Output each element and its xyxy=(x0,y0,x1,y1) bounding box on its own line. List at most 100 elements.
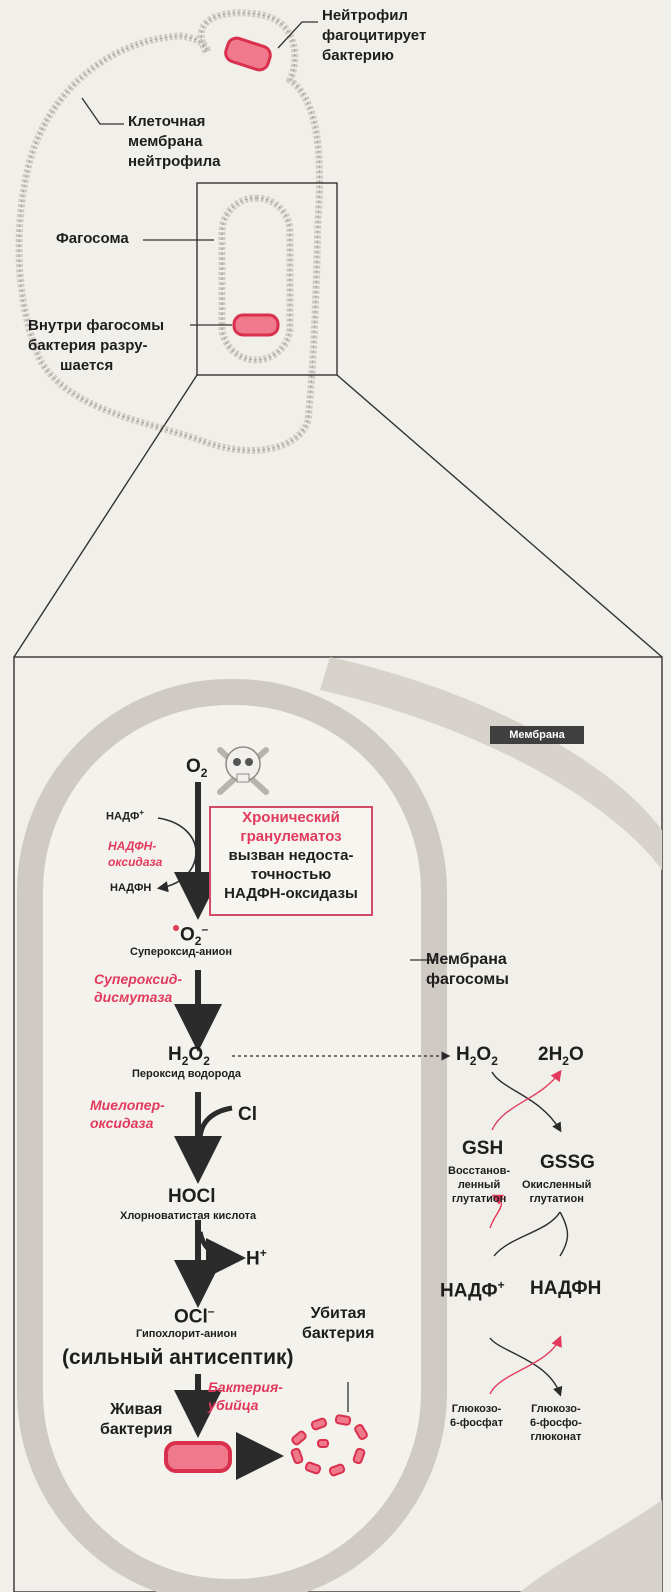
phagosome-membrane-line: фагосомы xyxy=(426,970,509,990)
disease-line: НАДФН-оксидазы xyxy=(211,884,371,903)
h-plus-label: H+ xyxy=(246,1246,267,1270)
hocl-name: Хлорноватистая кислота xyxy=(120,1210,256,1222)
water-label: 2H2O xyxy=(538,1044,584,1068)
engulfed-bacterium xyxy=(223,36,272,72)
superoxide-text: O xyxy=(180,924,195,945)
gluconate-line: 6-фосфо- xyxy=(530,1416,582,1430)
membrane-caption-line: Клеточная xyxy=(128,112,221,132)
killer-line: Бактерия- xyxy=(208,1378,283,1396)
inside-caption-line: шается xyxy=(28,356,164,376)
o2-text: O xyxy=(186,756,201,777)
gsh-name-line: ленный xyxy=(448,1178,510,1192)
nadph-oxidase-line: оксидаза xyxy=(108,854,162,870)
inside-caption: Внутри фагосомы бактерия разру- шается xyxy=(28,316,164,376)
leader-neutrophil xyxy=(278,22,318,48)
membrane-caption-line: мембрана xyxy=(128,132,221,152)
g6p-line: 6-фосфат xyxy=(450,1416,503,1430)
killed-bacterium-line: бактерия xyxy=(302,1324,374,1344)
mpo-line: оксидаза xyxy=(90,1114,165,1132)
live-bacterium xyxy=(166,1443,230,1471)
phagosome-membrane-label: Мембрана фагосомы xyxy=(426,950,509,990)
phagosome-label: Фагосома xyxy=(56,230,129,247)
gluconate-label: Глюкозо- 6-фосфо- глюконат xyxy=(530,1402,582,1444)
gluconate-line: глюконат xyxy=(530,1430,582,1444)
gssg-name: Окисленный глутатион xyxy=(522,1178,591,1206)
gsh-name: Восстанов- ленный глутатион xyxy=(448,1164,510,1206)
o2-label: O2 xyxy=(186,756,207,780)
killer-label: Бактерия- убийца xyxy=(208,1378,283,1414)
killer-line: убийца xyxy=(208,1396,283,1414)
membrane-caption: Клеточная мембрана нейтрофила xyxy=(128,112,221,172)
mpo-line: Миелопер- xyxy=(90,1096,165,1114)
gt-h2o2-text: H xyxy=(456,1044,470,1065)
nadp-plus-text: НАДФ xyxy=(106,811,139,823)
zoom-line-left xyxy=(14,375,197,657)
nadph-oxidase-line: НАДФН- xyxy=(108,838,162,854)
live-bacterium-label: Живая бактерия xyxy=(100,1400,172,1440)
antiseptic-label: (сильный антисептик) xyxy=(62,1346,294,1370)
h-plus-text: H xyxy=(246,1248,260,1269)
leader-membrane xyxy=(82,98,124,124)
gt-h2o2-tail: O xyxy=(476,1044,491,1065)
live-bacterium-line: Живая xyxy=(100,1400,172,1420)
inside-caption-line: бактерия разру- xyxy=(28,336,164,356)
h2o2-label: H2O2 xyxy=(168,1044,210,1068)
gsh-name-line: Восстанов- xyxy=(448,1164,510,1178)
ocl-sup: – xyxy=(208,1304,215,1318)
h-plus-sup: + xyxy=(260,1246,267,1260)
sod-label: Супероксид- дисмутаза xyxy=(94,970,182,1006)
sod-line: Супероксид- xyxy=(94,970,182,988)
gssg-label: GSSG xyxy=(540,1152,595,1174)
gt-nadp-sup: + xyxy=(498,1278,505,1292)
disease-line: вызван недоста- xyxy=(211,846,371,865)
gt-nadp-text: НАДФ xyxy=(440,1280,498,1301)
h2o2-name: Пероксид водорода xyxy=(132,1068,241,1080)
disease-line: гранулематоз xyxy=(211,827,371,846)
disease-box-text: Хронический гранулематоз вызван недоста-… xyxy=(211,808,371,903)
gsh-label: GSH xyxy=(462,1138,503,1160)
mpo-label: Миелопер- оксидаза xyxy=(90,1096,165,1132)
nadph-label: НАДФН xyxy=(110,882,151,894)
phagosome-bacterium xyxy=(234,315,278,335)
nadp-plus-sup: + xyxy=(139,808,144,817)
killed-bacterium-label: Убитая бактерия xyxy=(302,1304,374,1344)
glutathione-cycle xyxy=(490,1072,568,1394)
g6p-label: Глюкозо- 6-фосфат xyxy=(450,1402,503,1430)
gt-nadp-label: НАДФ+ xyxy=(440,1278,505,1302)
gluconate-line: Глюкозо- xyxy=(530,1402,582,1416)
phagosome-membrane-line: Мембрана xyxy=(426,950,509,970)
ocl-label: OCl– xyxy=(174,1304,214,1328)
gssg-name-line: глутатион xyxy=(522,1192,591,1206)
h2o2-sub2: 2 xyxy=(203,1054,210,1068)
h2o2-text: H xyxy=(168,1044,182,1065)
radical-dot xyxy=(173,925,179,931)
g6p-line: Глюкозо- xyxy=(450,1402,503,1416)
nadph-oxidase-label: НАДФН- оксидаза xyxy=(108,838,162,870)
neutrophil-caption: Нейтрофил фагоцитирует бактерию xyxy=(322,6,426,66)
water-tail: O xyxy=(569,1044,584,1065)
gt-h2o2-sub2: 2 xyxy=(491,1054,498,1068)
gt-h2o2-label: H2O2 xyxy=(456,1044,498,1068)
nadp-plus-label: НАДФ+ xyxy=(106,808,144,823)
ocl-name: Гипохлорит-анион xyxy=(136,1328,237,1340)
superoxide-name: Супероксид-анион xyxy=(130,946,232,958)
membrane-badge: Мембрана xyxy=(490,726,584,744)
membrane-caption-line: нейтрофила xyxy=(128,152,221,172)
water-text: 2H xyxy=(538,1044,562,1065)
zoom-line-right xyxy=(337,375,662,657)
killed-bacterium-line: Убитая xyxy=(302,1304,374,1324)
neutrophil-caption-line: Нейтрофил xyxy=(322,6,426,26)
superoxide-sup: – xyxy=(201,922,208,936)
gt-nadph-label: НАДФН xyxy=(530,1278,601,1300)
disease-line: точностью xyxy=(211,865,371,884)
o2-sub: 2 xyxy=(201,766,208,780)
inside-caption-line: Внутри фагосомы xyxy=(28,316,164,336)
hocl-label: HOCl xyxy=(168,1186,216,1208)
water-sub: 2 xyxy=(562,1054,569,1068)
superoxide-label: O2– xyxy=(180,922,208,948)
gssg-name-line: Окисленный xyxy=(522,1178,591,1192)
neutrophil-caption-line: бактерию xyxy=(322,46,426,66)
neutrophil-caption-line: фагоцитирует xyxy=(322,26,426,46)
sod-line: дисмутаза xyxy=(94,988,182,1006)
